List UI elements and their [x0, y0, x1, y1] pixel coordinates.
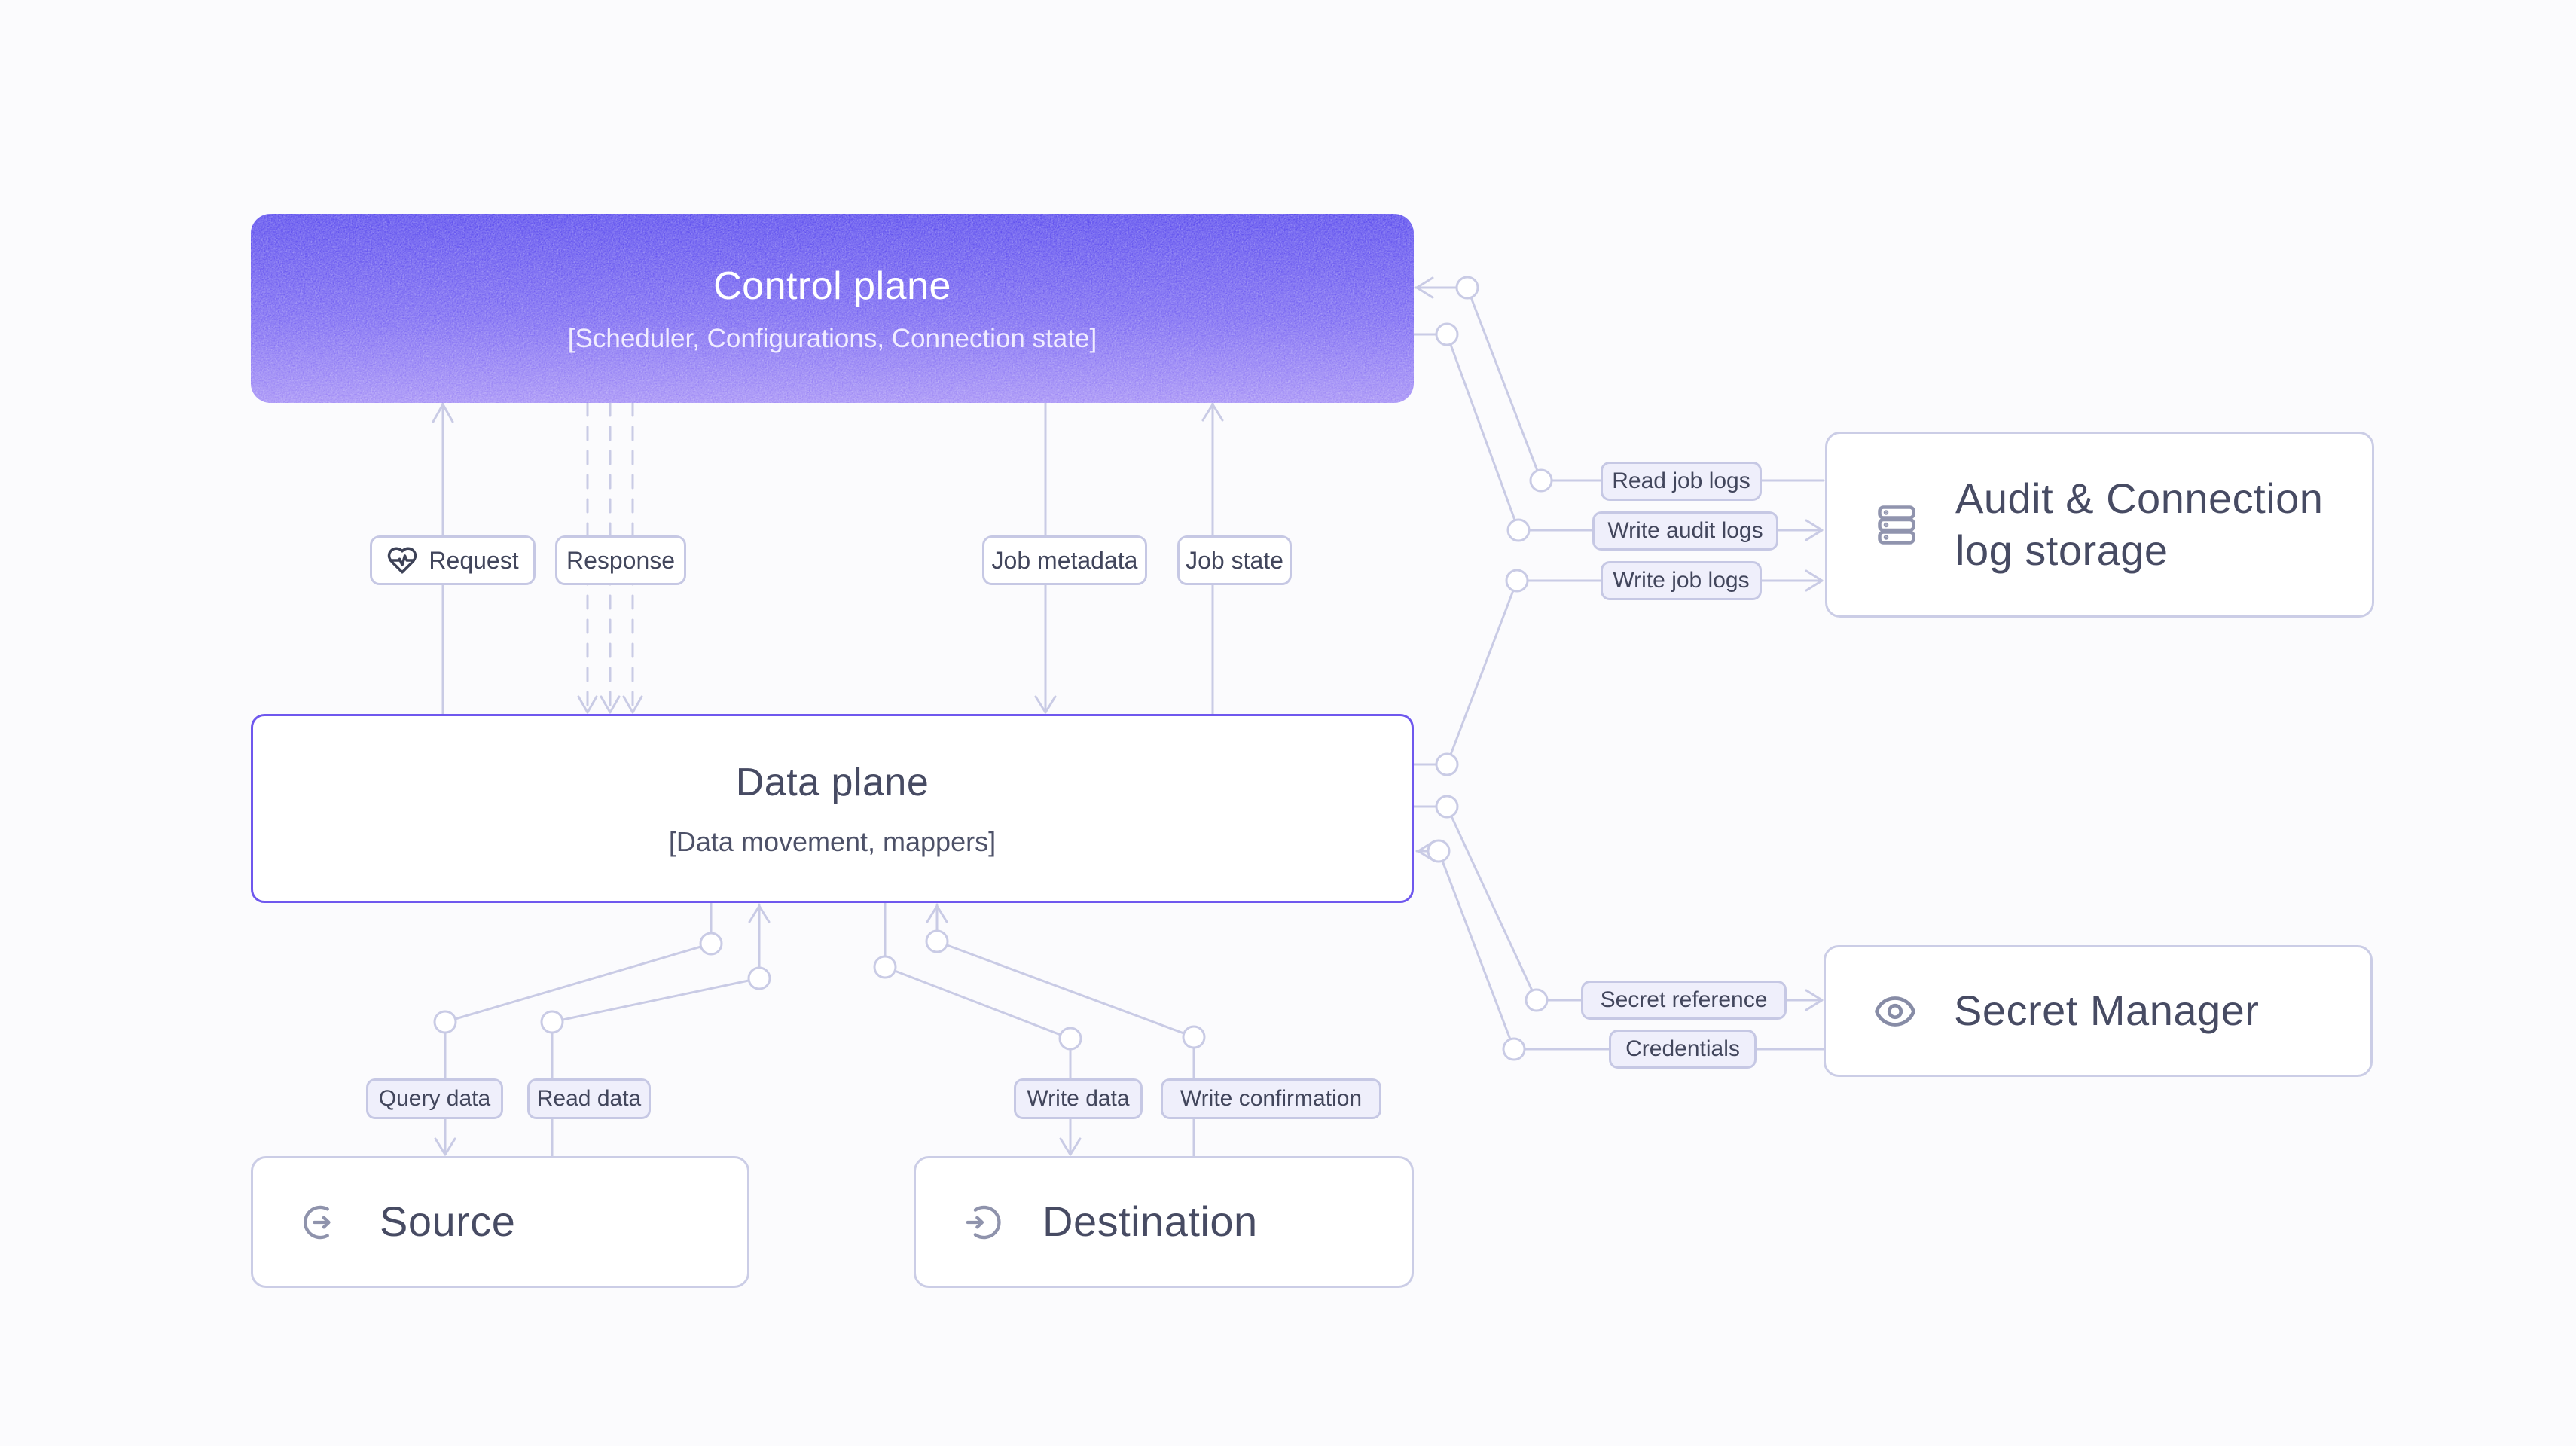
control-plane-title: Control plane [713, 264, 951, 308]
data-plane-node: Data plane [Data movement, mappers] [251, 714, 1414, 903]
secret-manager-title: Secret Manager [1954, 987, 2260, 1035]
edge-label-write-data: Write data [1014, 1078, 1143, 1119]
audit-log-storage-node: Audit & Connection log storage [1825, 432, 2374, 618]
edge-label-write-confirmation: Write confirmation [1161, 1078, 1381, 1119]
source-title: Source [380, 1197, 516, 1246]
audit-log-storage-title: Audit & Connection log storage [1955, 473, 2323, 576]
edge-label-text: Write confirmation [1180, 1086, 1363, 1111]
destination-title: Destination [1042, 1197, 1258, 1246]
edge-label-text: Secret reference [1600, 987, 1768, 1012]
edge-label-request: Request [370, 535, 536, 585]
edge-label-text: Write job logs [1613, 568, 1750, 593]
edge-label-read-data: Read data [527, 1078, 651, 1119]
edge-label-credentials: Credentials [1609, 1030, 1757, 1069]
edge-label-job-metadata: Job metadata [982, 535, 1147, 585]
server-stack-icon [1878, 505, 1915, 545]
destination-node: Destination [914, 1156, 1414, 1288]
edge-label-secret-reference: Secret reference [1581, 981, 1787, 1020]
data-plane-title: Data plane [735, 760, 929, 804]
edge-label-text: Request [429, 546, 519, 574]
secret-manager-node: Secret Manager [1824, 945, 2373, 1077]
edge-label-text: Job metadata [991, 546, 1138, 574]
heart-pulse-icon [388, 547, 417, 574]
control-plane-node: Control plane [Scheduler, Configurations… [251, 214, 1414, 403]
edge-label-response: Response [555, 535, 686, 585]
edge-label-text: Read data [536, 1086, 642, 1111]
eye-icon [1875, 996, 1915, 1027]
noise-texture [251, 214, 1414, 403]
edge-label-text: Write data [1027, 1086, 1130, 1111]
control-plane-subtitle: [Scheduler, Configurations, Connection s… [567, 324, 1097, 354]
edge-label-write-audit-logs: Write audit logs [1592, 511, 1778, 551]
junction-nodes [433, 276, 1553, 1061]
edge-label-write-job-logs: Write job logs [1601, 561, 1762, 600]
edge-label-read-job-logs: Read job logs [1601, 462, 1762, 501]
data-plane-subtitle: [Data movement, mappers] [668, 826, 997, 858]
edge-label-text: Write audit logs [1607, 518, 1763, 543]
log-out-icon [304, 1205, 331, 1239]
edge-label-job-state: Job state [1177, 535, 1292, 585]
audit-title-line1: Audit & Connection [1955, 474, 2324, 523]
edge-label-text: Credentials [1625, 1036, 1740, 1061]
log-in-icon [966, 1205, 1001, 1239]
edge-label-text: Query data [378, 1086, 491, 1111]
source-node: Source [251, 1156, 749, 1288]
audit-title-line2: log storage [1955, 526, 2169, 574]
edge-label-text: Read job logs [1612, 468, 1750, 493]
edge-label-query-data: Query data [366, 1078, 503, 1119]
edge-label-text: Job state [1186, 546, 1283, 574]
edge-label-text: Response [566, 546, 676, 574]
